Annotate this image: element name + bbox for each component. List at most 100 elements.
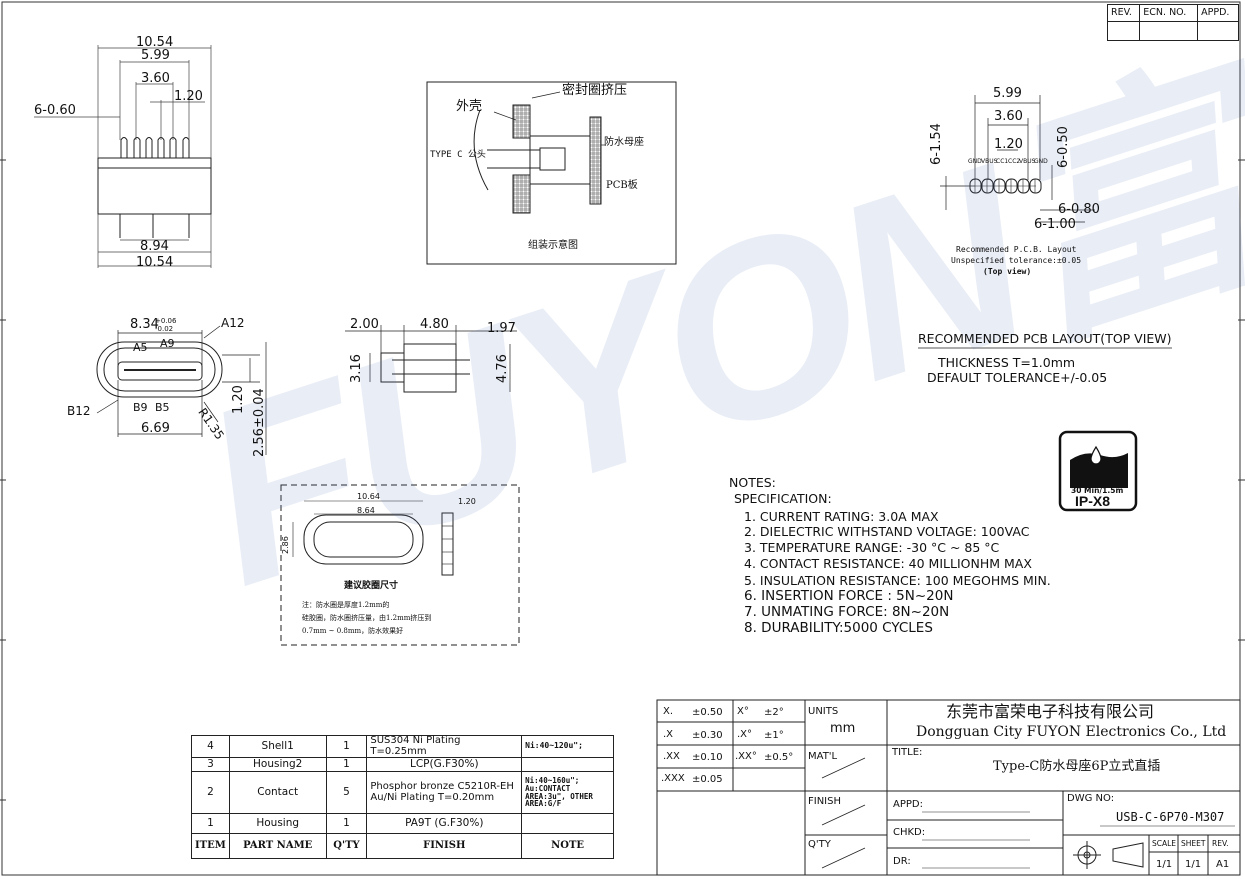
front-dim-120: 1.20 bbox=[231, 385, 246, 414]
bom-finish: SUS304 Ni Plating T=0.25mm bbox=[366, 735, 523, 758]
front-b9: B9 bbox=[133, 401, 148, 414]
tol-ang-label-2: .X° bbox=[737, 729, 753, 740]
frame-ticks bbox=[0, 159, 1245, 801]
appd-cell bbox=[1197, 21, 1239, 41]
side-dim-1: 2.00 bbox=[350, 317, 379, 332]
cutout-dim-3: 1.20 bbox=[458, 497, 476, 506]
bom-row: 2 Contact 5 Phosphor bronze C5210R-EH Au… bbox=[191, 771, 614, 814]
note-item-5: 5. INSULATION RESISTANCE: 100 MEGOHMS MI… bbox=[744, 573, 1051, 588]
appd-header: APPD. bbox=[1197, 4, 1239, 22]
tol-label-4: .XXX bbox=[661, 773, 685, 784]
pcb-pin-2: VBUS bbox=[981, 158, 998, 165]
pcb-spec-thickness: THICKNESS T=1.0mm bbox=[938, 355, 1076, 370]
bom-finish: PA9T (G.F30%) bbox=[366, 813, 523, 834]
bom-table: 4 Shell1 1 SUS304 Ni Plating T=0.25mm Ni… bbox=[191, 735, 614, 859]
cutout-caption: 建议胶圈尺寸 bbox=[344, 581, 399, 591]
appd-label: APPD: bbox=[893, 799, 923, 810]
ip-depth: 30 Min/1.5m bbox=[1071, 486, 1124, 495]
note-item-1: 1. CURRENT RATING: 3.0A MAX bbox=[744, 509, 939, 524]
assembly-label-socket: 防水母座 bbox=[604, 137, 644, 148]
bom-part-name: Housing2 bbox=[228, 757, 327, 772]
units-label: UNITS bbox=[808, 706, 839, 717]
pcb-dim-2: 3.60 bbox=[994, 109, 1023, 124]
tol-value-3: ±0.10 bbox=[692, 752, 723, 763]
bom-header-name: PART NAME bbox=[228, 833, 327, 859]
tol-label-1: X. bbox=[663, 706, 674, 717]
front-b5: B5 bbox=[155, 401, 170, 414]
rev-value: A1 bbox=[1216, 859, 1230, 870]
dr-label: DR: bbox=[893, 856, 911, 867]
tol-ang-value-1: ±2° bbox=[764, 707, 784, 718]
top-dim-1: 10.54 bbox=[136, 35, 174, 50]
bom-note: Ni:40~160u"; Au:CONTACT AREA:3u", OTHER … bbox=[521, 771, 614, 814]
side-view-drawing bbox=[345, 325, 517, 393]
front-dim-height: 2.56±0.04 bbox=[252, 388, 267, 457]
bom-finish: LCP(G.F30%) bbox=[366, 757, 523, 772]
side-dim-3: 1.97 bbox=[487, 321, 516, 336]
assembly-label-seal: 密封圈挤压 bbox=[562, 83, 628, 98]
material-label: MAT'L bbox=[808, 751, 838, 762]
pcb-dim-4: 6-1.54 bbox=[929, 123, 944, 165]
pcb-dim-1: 5.99 bbox=[993, 86, 1022, 101]
dwg-no-label: DWG NO: bbox=[1067, 793, 1115, 804]
bom-header-qty: Q'TY bbox=[325, 833, 368, 859]
bom-item: 4 bbox=[191, 735, 230, 758]
finish-label: FINISH bbox=[808, 796, 841, 807]
front-a5: A5 bbox=[133, 341, 148, 354]
note-item-2: 2. DIELECTRIC WITHSTAND VOLTAGE: 100VAC bbox=[744, 524, 1030, 539]
top-dim-5: 6-0.60 bbox=[34, 103, 76, 118]
top-dim-3: 3.60 bbox=[141, 71, 170, 86]
rev-header: REV. bbox=[1106, 4, 1141, 22]
pcb-dim-3: 1.20 bbox=[994, 137, 1023, 152]
bom-row: 1 Housing 1 PA9T (G.F30%) bbox=[191, 813, 614, 834]
front-b12: B12 bbox=[67, 404, 91, 418]
tol-ang-label-1: X° bbox=[737, 706, 749, 717]
note-item-7: 7. UNMATING FORCE: 8N~20N bbox=[744, 604, 950, 620]
note-item-6: 6. INSERTION FORCE : 5N~20N bbox=[744, 588, 954, 604]
bom-qty: 1 bbox=[325, 813, 368, 834]
front-dim-width: 8.34 bbox=[130, 317, 159, 332]
bom-note bbox=[521, 757, 614, 772]
bom-header-note: NOTE bbox=[521, 833, 614, 859]
note-item-3: 3. TEMPERATURE RANGE: -30 °C ~ 85 °C bbox=[744, 540, 1000, 555]
pcb-spec-title: RECOMMENDED PCB LAYOUT(TOP VIEW) bbox=[918, 331, 1172, 346]
tol-value-1: ±0.50 bbox=[692, 707, 723, 718]
rev-label: REV. bbox=[1212, 839, 1229, 848]
tol-label-2: .X bbox=[663, 729, 674, 740]
rev-cell bbox=[1106, 21, 1141, 41]
bom-qty: 1 bbox=[325, 757, 368, 772]
bom-header-row: ITEM PART NAME Q'TY FINISH NOTE bbox=[191, 833, 614, 859]
projection-symbol bbox=[1073, 841, 1144, 869]
pcb-pin-1: GND bbox=[968, 158, 982, 165]
cutout-note-2: 硅胶圈，防水圈挤压量，由1.2mm挤压到 bbox=[302, 614, 432, 622]
title-label: TITLE: bbox=[892, 747, 923, 758]
tol-value-2: ±0.30 bbox=[692, 730, 723, 741]
ip-rating: IP-X8 bbox=[1075, 493, 1111, 509]
note-item-4: 4. CONTACT RESISTANCE: 40 MILLIONHM MAX bbox=[744, 556, 1032, 571]
assembly-drawing bbox=[426, 81, 677, 265]
top-view-drawing bbox=[34, 45, 212, 268]
cutout-note-3: 0.7mm ~ 0.8mm，防水效果好 bbox=[302, 627, 404, 635]
scale-label: SCALE bbox=[1152, 839, 1177, 848]
bom-item: 2 bbox=[191, 771, 230, 814]
front-tol-up: +0.06 bbox=[155, 317, 177, 325]
pcb-caption-1: Recommended P.C.B. Layout bbox=[956, 245, 1077, 254]
side-dim-5: 4.76 bbox=[495, 354, 510, 383]
top-dim-2: 5.99 bbox=[141, 48, 170, 63]
units-value: mm bbox=[830, 721, 856, 736]
company-name-cn: 东莞市富荣电子科技有限公司 bbox=[946, 702, 1155, 721]
bom-row: 3 Housing2 1 LCP(G.F30%) bbox=[191, 757, 614, 772]
cutout-dim-1: 10.64 bbox=[357, 492, 380, 501]
ecn-cell bbox=[1139, 21, 1199, 41]
pcb-pin-5: VBUS bbox=[1019, 158, 1036, 165]
assembly-label-pcb: PCB板 bbox=[606, 180, 638, 191]
front-a9: A9 bbox=[160, 337, 175, 350]
pcb-dim-7: 6-1.00 bbox=[1034, 217, 1076, 232]
panel-cutout-drawing bbox=[280, 484, 520, 646]
chkd-label: CHKD: bbox=[893, 827, 926, 838]
top-dim-4: 1.20 bbox=[174, 89, 203, 104]
bom-note bbox=[521, 813, 614, 834]
notes-spec: SPECIFICATION: bbox=[734, 491, 832, 506]
